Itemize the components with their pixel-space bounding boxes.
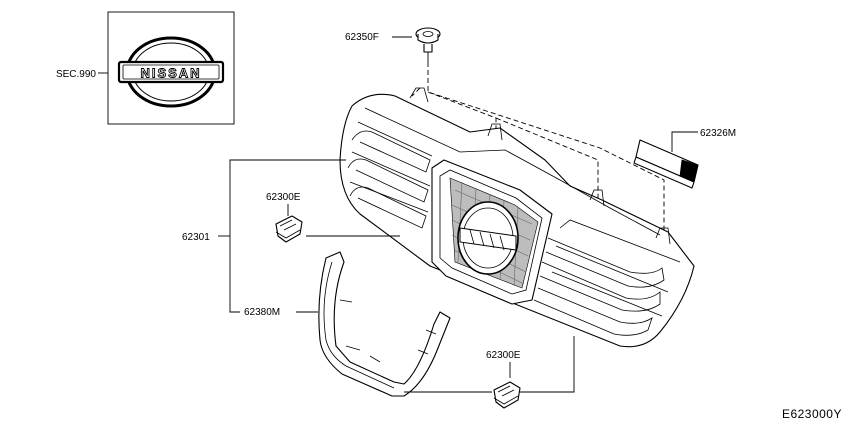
callout-62326M: 62326M [700, 128, 736, 139]
front-grille-part [339, 87, 695, 348]
leader-62300E-bottom-bracket [520, 336, 575, 393]
garnish-part [633, 139, 699, 189]
locating-lines [411, 62, 665, 232]
callout-62350F: 62350F [345, 32, 379, 43]
retainer-clip-icon [275, 215, 303, 243]
leader-62326M [671, 131, 698, 152]
push-clip-icon [415, 27, 441, 62]
retainer-clip-icon [493, 381, 521, 409]
callout-62300E-bottom: 62300E [486, 350, 521, 361]
callout-62301: 62301 [182, 232, 210, 243]
nissan-emblem-icon: NISSAN [117, 36, 225, 108]
callout-62300E-left: 62300E [266, 192, 301, 203]
emblem-text: NISSAN [140, 66, 201, 81]
section-label: SEC.990 [56, 69, 96, 80]
drawing-code: E623000Y [782, 407, 842, 421]
callout-62380M: 62380M [244, 307, 280, 318]
emblem-box [107, 11, 235, 125]
grille-emblem-icon [457, 201, 519, 275]
lower-molding-part [318, 251, 451, 397]
